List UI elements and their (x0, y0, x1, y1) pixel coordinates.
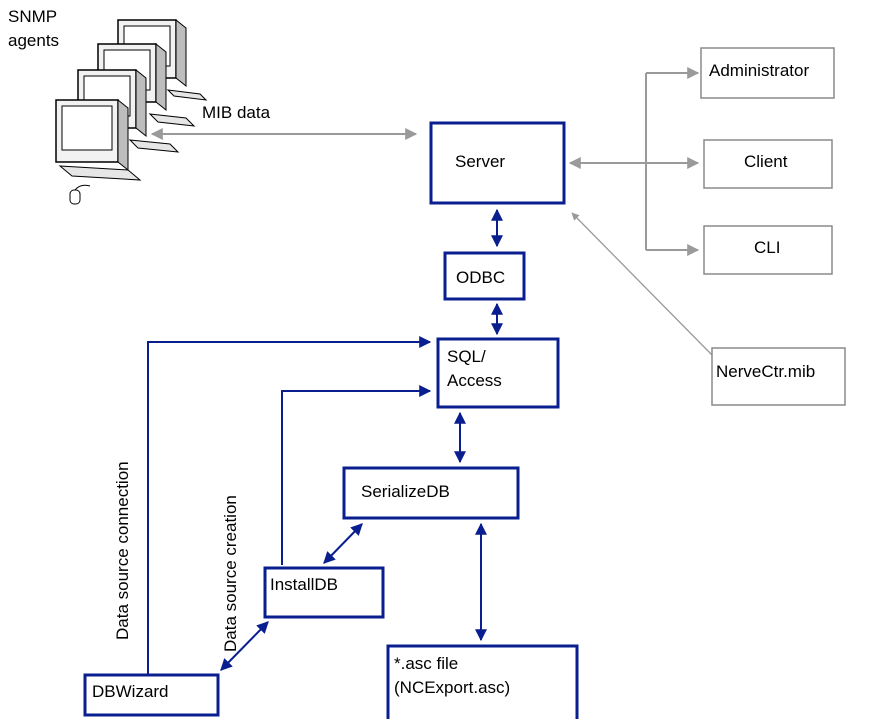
mib-data-label: MIB data (202, 103, 271, 122)
installdb-box (263, 566, 385, 619)
cli-box (703, 225, 833, 275)
server-label: Server (455, 152, 505, 171)
installdb-label: InstallDB (270, 575, 338, 594)
client-box (703, 139, 833, 189)
data-source-connection-label: Data source connection (113, 461, 132, 640)
cli-label: CLI (754, 238, 780, 257)
data-source-creation-label: Data source creation (221, 495, 240, 652)
client-label: Client (744, 152, 788, 171)
dbwizard-label: DBWizard (92, 682, 169, 701)
serializedb-label: SerializeDB (361, 482, 450, 501)
odbc-label: ODBC (456, 268, 505, 287)
nervectr-to-server-arrow (571, 212, 713, 356)
dbwizard-box (83, 673, 220, 717)
nervectr-label: NerveCtr.mib (716, 362, 815, 381)
data-source-connection-line (147, 336, 432, 680)
administrator-label: Administrator (709, 61, 809, 80)
snmp-agents-label-line1: SNMP (8, 7, 57, 26)
sql-access-label-line2: Access (447, 371, 502, 390)
snmp-agents-computers-icon (55, 18, 208, 205)
asc-file-label-line1: *.asc file (394, 654, 458, 673)
asc-file-label-line2: (NCExport.asc) (394, 678, 510, 697)
data-source-creation-line (281, 385, 432, 565)
snmp-agents-label-line2: agents (8, 31, 59, 50)
server-box (429, 121, 566, 205)
odbc-box (443, 251, 526, 301)
sql-access-label-line1: SQL/ (447, 347, 486, 366)
asc-file-box (386, 644, 579, 719)
sql-access-box (436, 337, 560, 409)
serializedb-box (342, 466, 520, 520)
install-dbwizard-arrow (220, 621, 269, 671)
serialize-install-arrow (323, 523, 363, 564)
administrator-box (700, 47, 835, 99)
nervectr-box (711, 347, 846, 406)
